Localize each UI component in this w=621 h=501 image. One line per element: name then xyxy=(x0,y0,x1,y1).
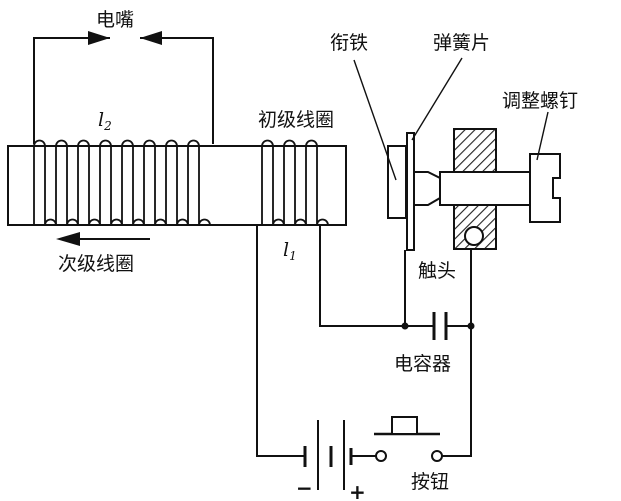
button-label: 按钮 xyxy=(411,471,449,493)
armature xyxy=(387,145,407,219)
coil-winding xyxy=(99,139,123,226)
contact-label: 触头 xyxy=(418,260,456,282)
coil-winding xyxy=(165,139,189,226)
secondary-direction-arrow xyxy=(56,232,150,246)
primary-circuit-wiring xyxy=(256,225,472,457)
adjust-screw-shaft xyxy=(439,171,541,206)
primary-coil xyxy=(261,139,329,226)
coil-winding xyxy=(283,139,307,226)
spring-leaf-label: 弹簧片 xyxy=(433,32,490,54)
l2-label: l2 xyxy=(98,109,112,133)
screw-bracket-top xyxy=(453,128,497,173)
capacitor-label: 电容器 xyxy=(394,353,451,375)
junction-dot-left xyxy=(401,322,409,330)
coil-winding xyxy=(187,139,211,226)
coil-winding xyxy=(143,139,167,226)
coil-winding xyxy=(33,139,57,226)
push-button xyxy=(374,416,443,462)
electrode-arrow-right xyxy=(88,31,110,45)
contact-tip xyxy=(413,171,441,206)
coil-winding xyxy=(121,139,145,226)
battery xyxy=(303,420,353,490)
electrode-arrow-left xyxy=(140,31,162,45)
electrode-label: 电嘴 xyxy=(96,9,134,31)
spring-leaf xyxy=(406,132,415,251)
adjust-screw-leader xyxy=(536,111,549,161)
secondary-coil-label: 次级线圈 xyxy=(58,253,134,275)
battery-plus-label: + xyxy=(349,480,366,501)
junction-dot-right xyxy=(467,322,475,330)
armature-label: 衔铁 xyxy=(330,32,368,54)
primary-coil-label: 初级线圈 xyxy=(258,109,334,131)
coil-winding xyxy=(305,139,329,226)
coil-winding xyxy=(77,139,101,226)
adjust-screw-label: 调整螺钉 xyxy=(502,90,578,112)
electrode-circuit xyxy=(33,31,214,144)
capacitor xyxy=(432,312,448,340)
coil-winding xyxy=(55,139,79,226)
adjust-screw-head xyxy=(529,153,561,223)
secondary-coil xyxy=(33,139,211,226)
battery-minus-label: − xyxy=(296,476,313,500)
coil-winding xyxy=(261,139,285,226)
l1-label: l1 xyxy=(283,239,297,263)
spring-leaf-leader xyxy=(411,57,463,141)
bracket-mount-hole xyxy=(464,226,484,246)
armature-leader xyxy=(353,59,397,181)
